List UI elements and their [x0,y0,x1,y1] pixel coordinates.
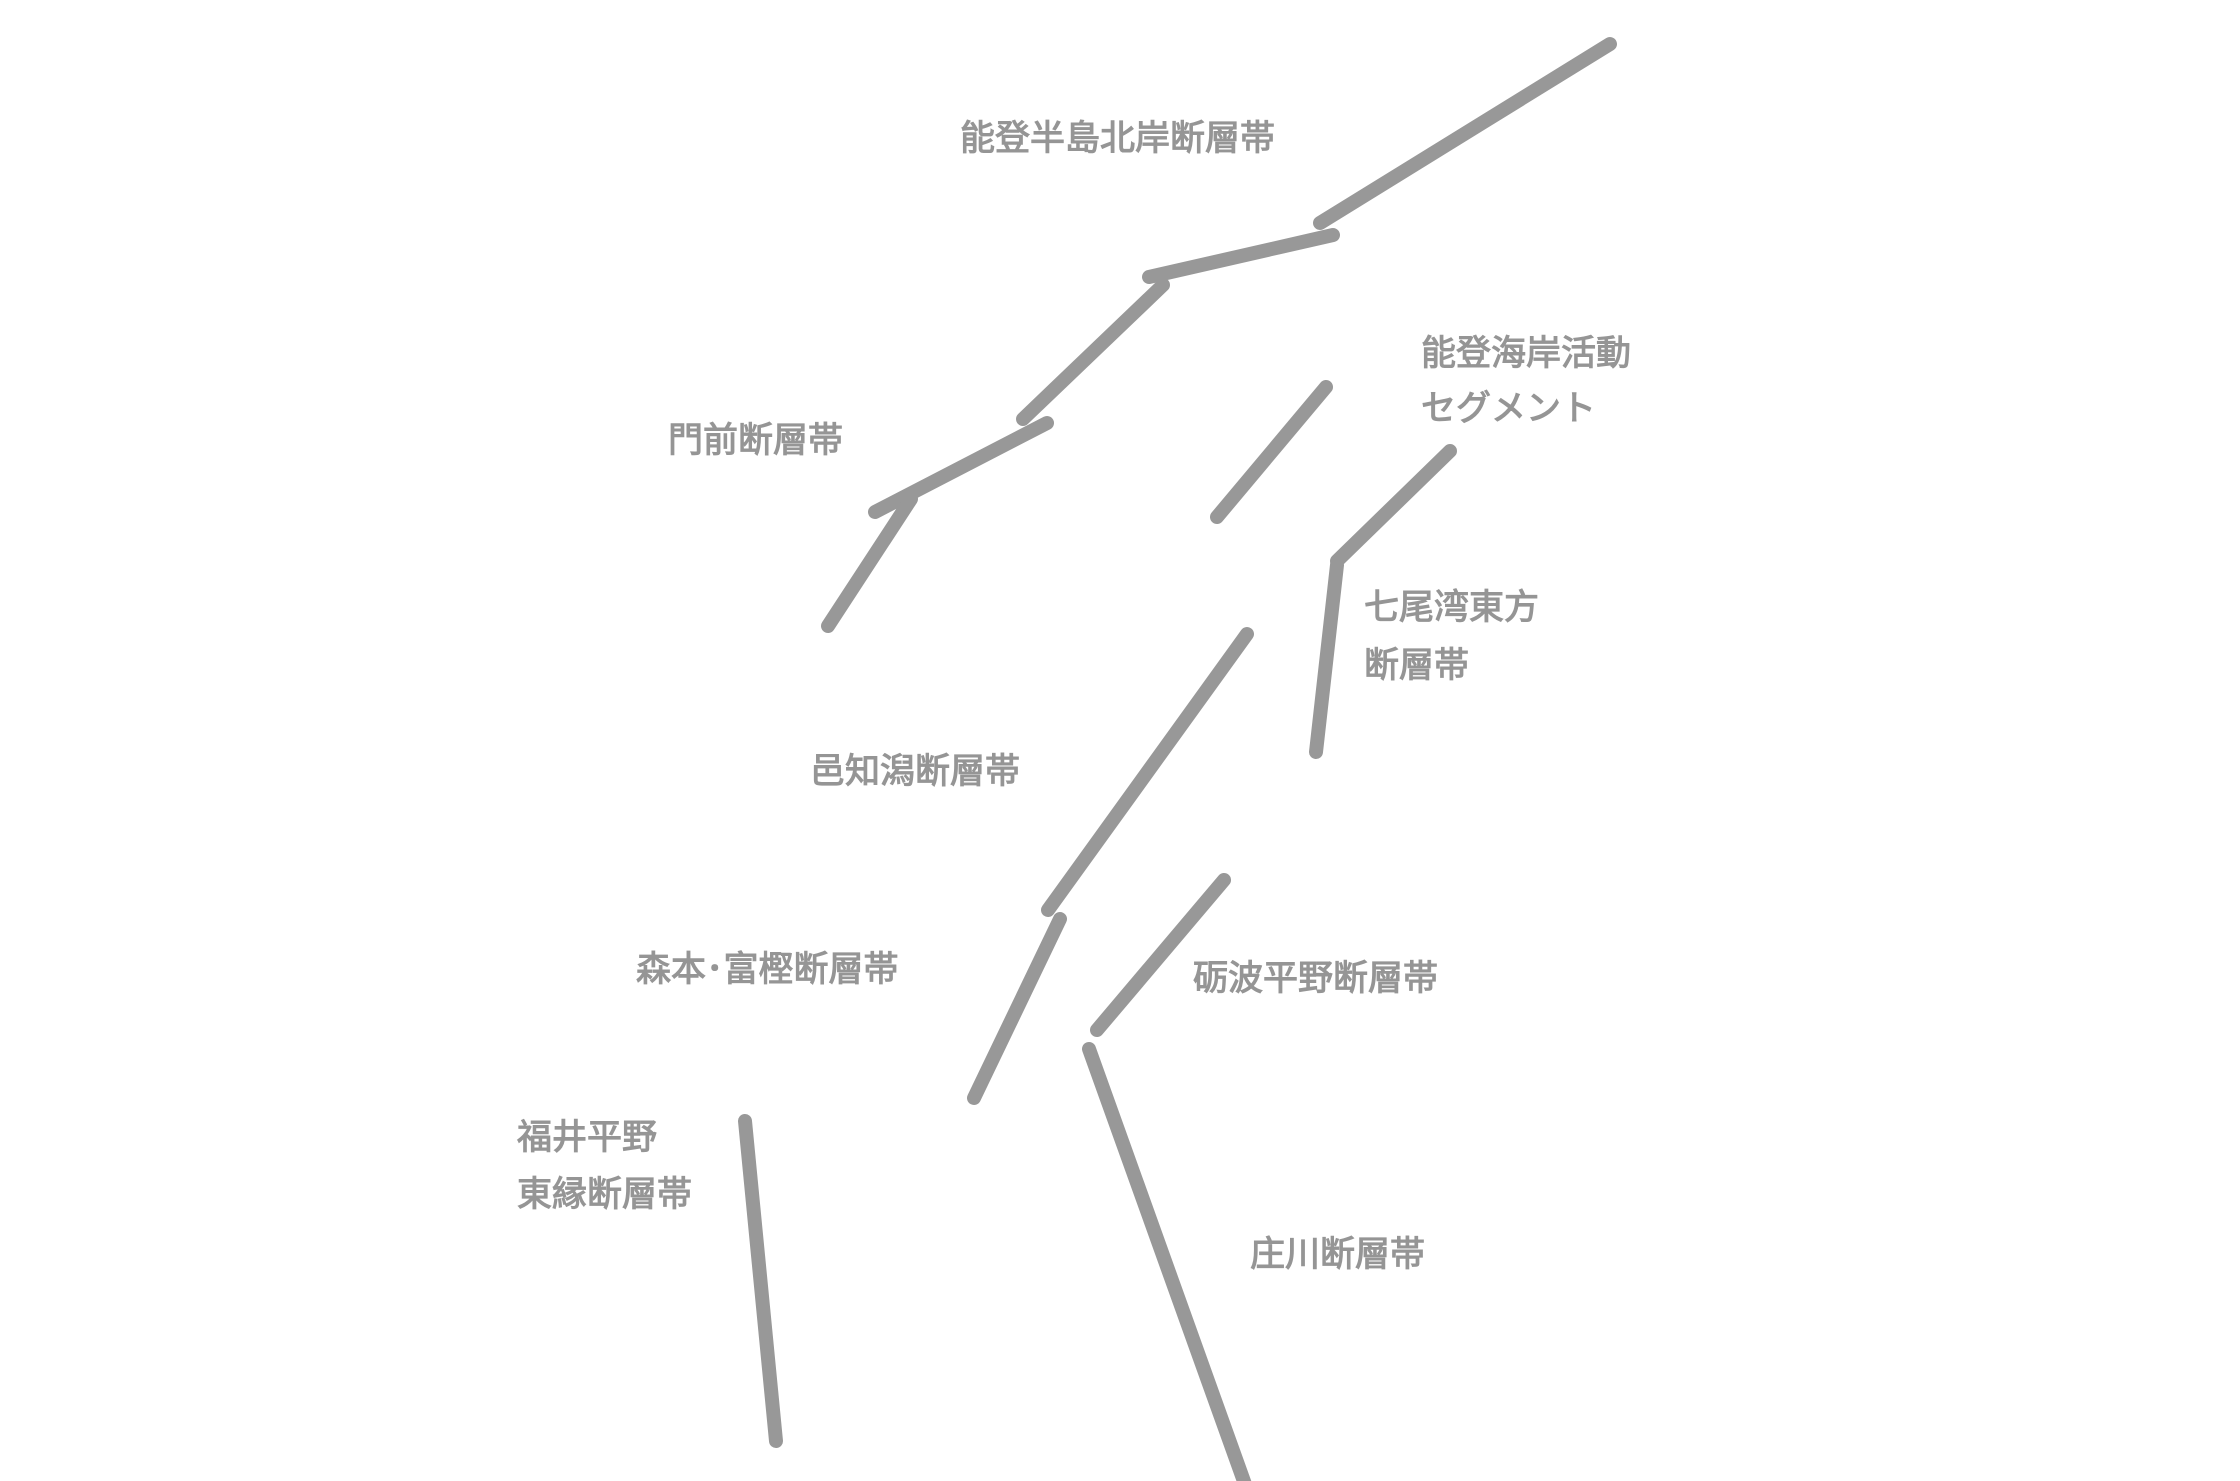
fault-line-monzen-2 [821,492,918,633]
label-nanao-wan-line2: 断層帯 [1364,646,1469,686]
fault-line-noto-hanto-hokugan-2 [1142,228,1340,284]
fault-line-monzen [868,416,1054,519]
label-shokawa: 庄川断層帯 [1250,1235,1425,1275]
fault-line-nanao-wan-2 [1309,558,1344,759]
fault-line-ouchigata [1041,627,1254,917]
label-noto-kaigan-line2: セグメント [1421,389,1596,429]
fault-line-morimoto-togashi [967,912,1067,1105]
fault-lines [738,37,1617,1481]
label-ouchigata: 邑知潟断層帯 [810,752,1020,792]
fault-line-nanao-wan [1330,444,1457,568]
fault-line-tonami-heiya [1090,873,1231,1037]
label-noto-hanto-hokugan: 能登半島北岸断層帯 [960,119,1275,159]
fault-labels: 能登半島北岸断層帯 能登海岸活動 セグメント 門前断層帯 七尾湾東方 断層帯 邑… [516,119,1631,1275]
label-monzen: 門前断層帯 [668,421,843,461]
label-morimoto-togashi: 森本･富樫断層帯 [636,949,899,990]
fault-line-shokawa [1082,1042,1252,1481]
fault-line-noto-hanto-hokugan [1313,37,1617,230]
fault-line-fukui-heiya [738,1114,783,1448]
label-noto-kaigan-line1: 能登海岸活動 [1421,334,1631,374]
fault-line-noto-kaigan [1210,380,1333,524]
label-fukui-heiya-line1: 福井平野 [516,1118,657,1158]
fault-line-noto-hanto-hokugan-3 [1016,278,1170,426]
label-nanao-wan-line1: 七尾湾東方 [1364,587,1539,628]
label-tonami-heiya: 砺波平野断層帯 [1193,959,1438,999]
label-fukui-heiya-line2: 東縁断層帯 [517,1175,692,1215]
